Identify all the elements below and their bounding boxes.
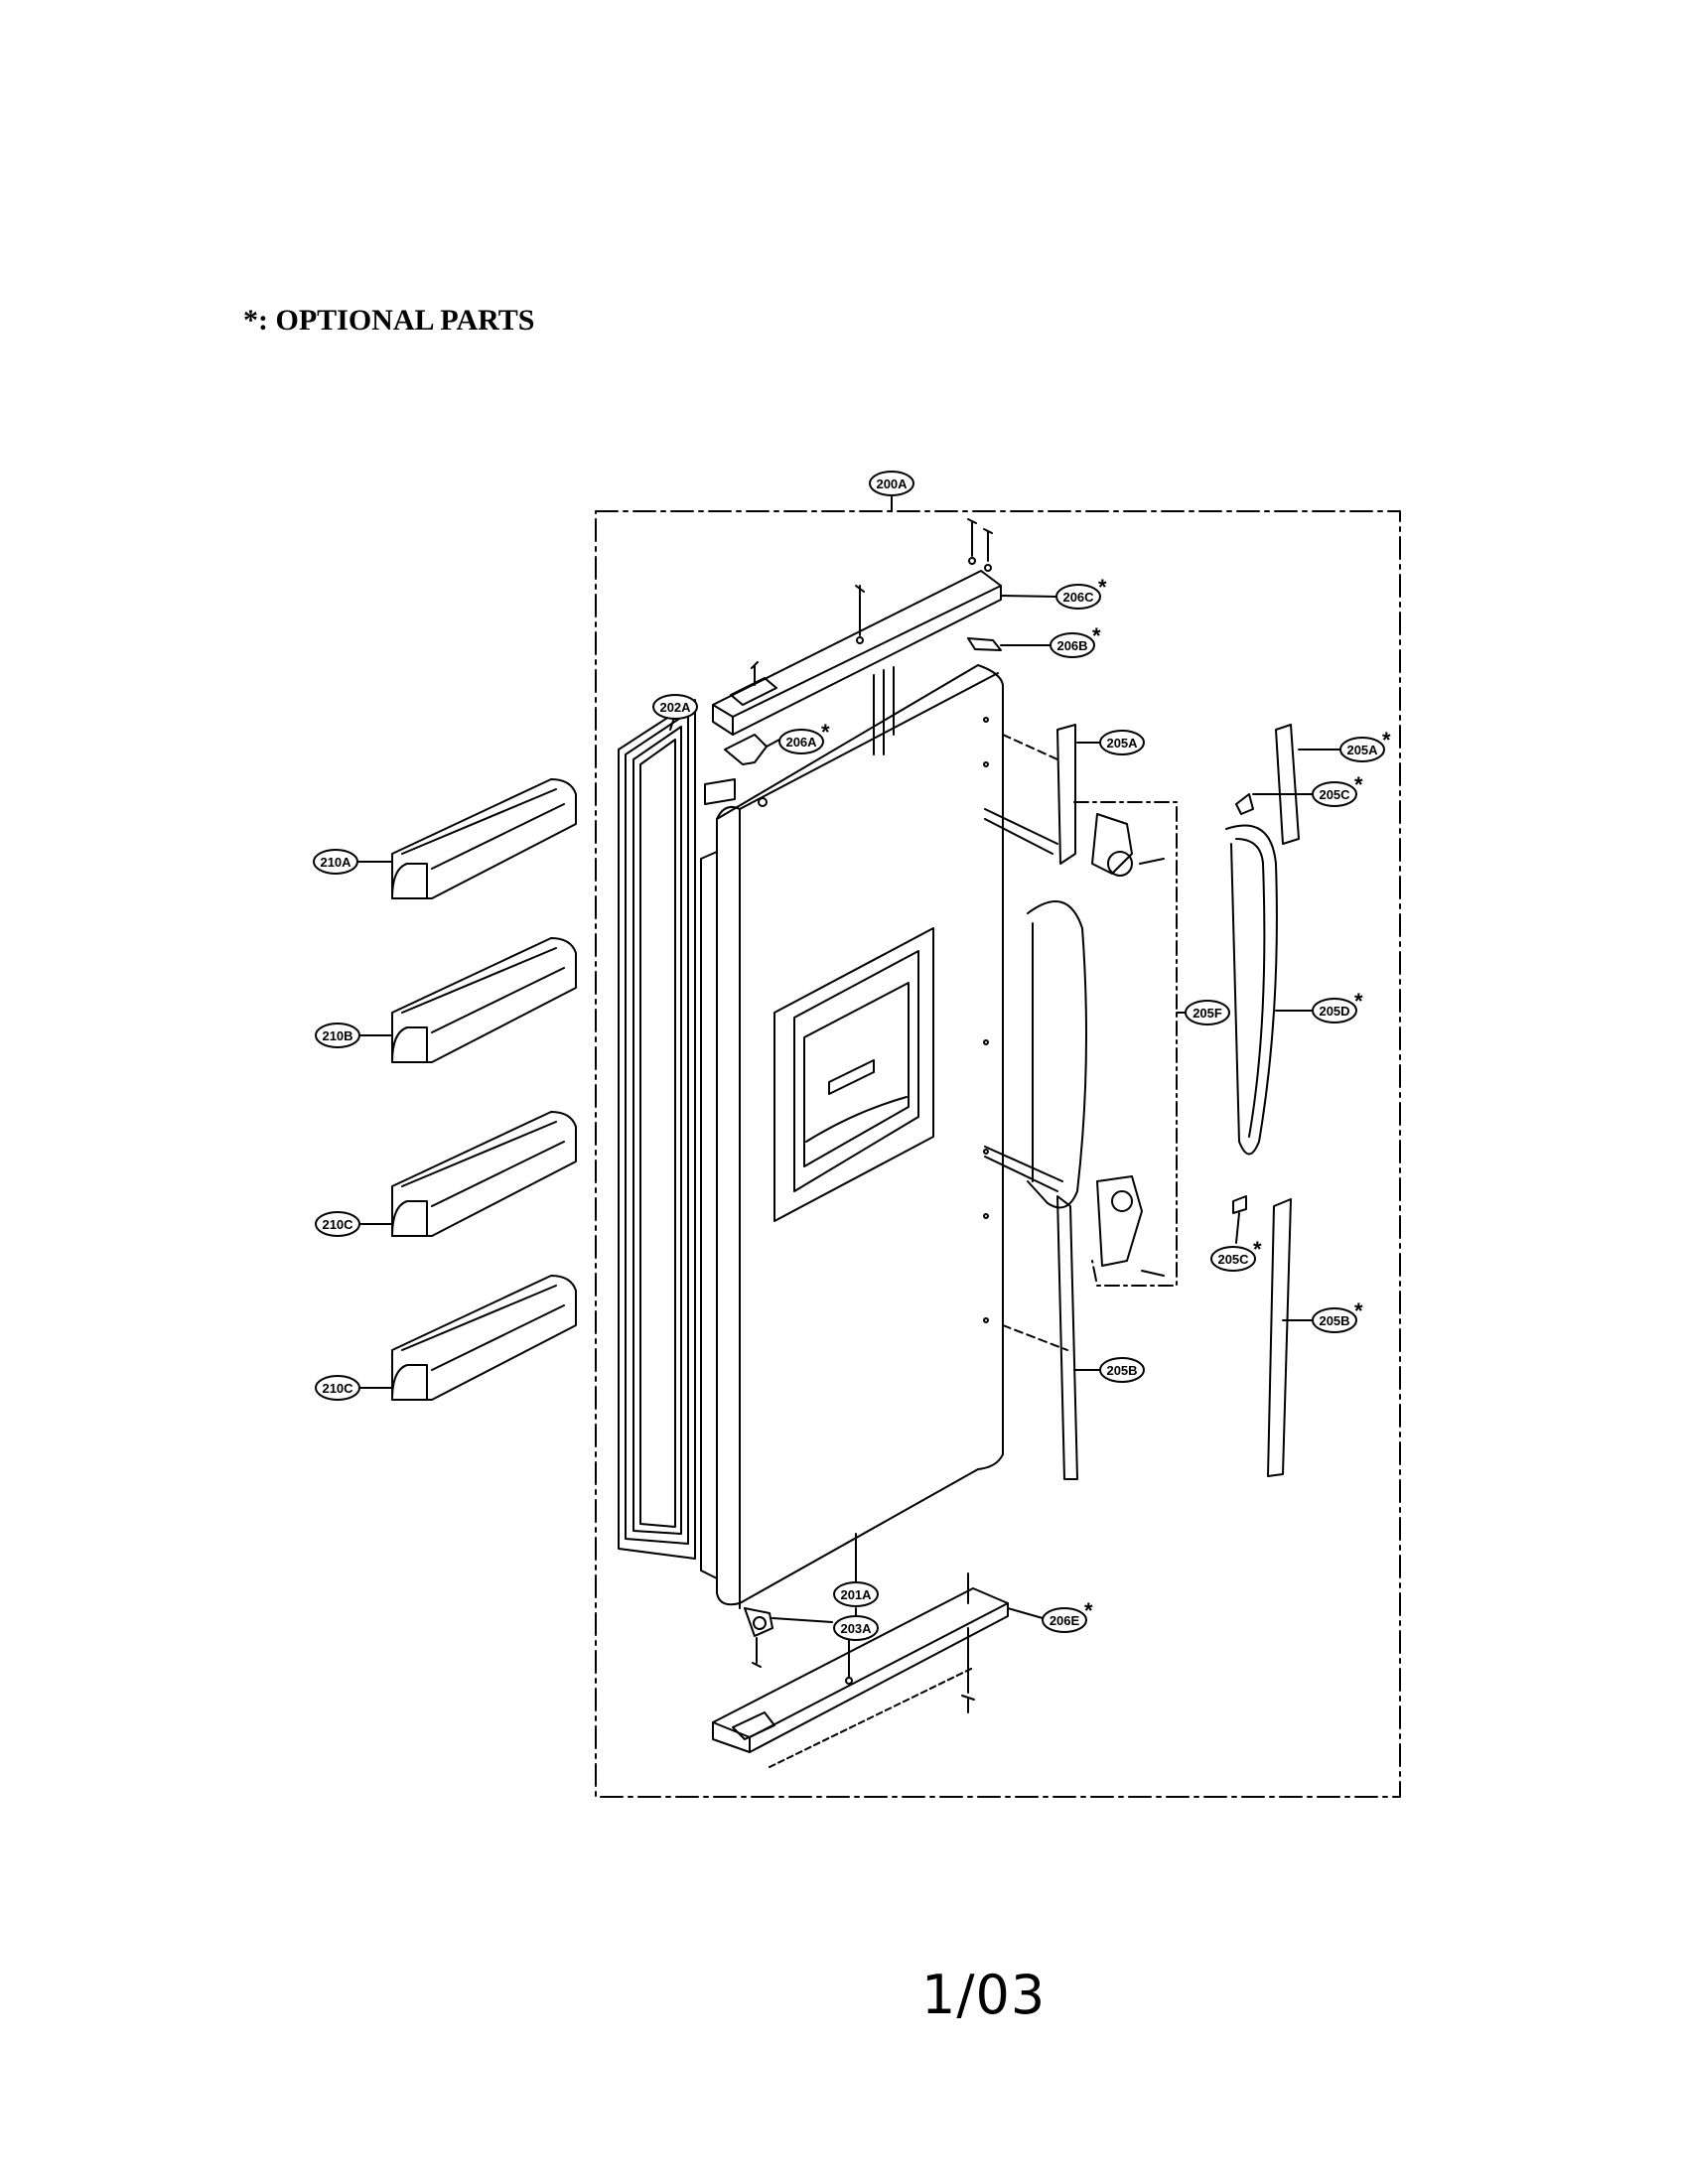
callout-206B-star: * xyxy=(1092,623,1101,648)
callout-206C-label: 206C xyxy=(1062,590,1094,605)
callout-206E-label: 206E xyxy=(1050,1613,1080,1628)
outer-handle-assembly xyxy=(1225,724,1341,1477)
callout-206A-star: * xyxy=(821,720,830,745)
callout-200A-label: 200A xyxy=(876,477,908,491)
callout-205B-outer-star: * xyxy=(1354,1298,1363,1323)
door-bin-210C-lower xyxy=(358,1275,577,1401)
callout-205C-top-label: 205C xyxy=(1319,787,1350,802)
door-clip xyxy=(704,734,780,805)
callout-layer: 200A 206C * 206B * 202A 206A * 205A 205A xyxy=(313,471,1391,1641)
door-bin-210A xyxy=(356,778,577,899)
callout-205D-star: * xyxy=(1354,989,1363,1014)
callout-205F: 205F xyxy=(1185,1000,1230,1025)
top-hinge-cover xyxy=(712,518,1058,736)
callout-205C-bottom-label: 205C xyxy=(1217,1252,1249,1267)
assembly-boundary xyxy=(595,510,1401,1798)
callout-206C: 206C * xyxy=(1055,575,1107,610)
callout-205B-outer-label: 205B xyxy=(1319,1313,1349,1328)
callout-205A-inner-label: 205A xyxy=(1106,736,1138,751)
callout-201A: 201A xyxy=(833,1581,879,1607)
callout-210A-label: 210A xyxy=(320,855,351,870)
callout-206E: 206E * xyxy=(1042,1598,1093,1633)
door-panel xyxy=(700,664,1004,1609)
callout-205B-outer: 205B * xyxy=(1312,1298,1363,1333)
callout-205A-outer-label: 205A xyxy=(1346,743,1378,757)
door-bin-210C-upper xyxy=(358,1111,577,1237)
inner-handle-assembly xyxy=(984,724,1165,1480)
callout-205B-inner: 205B xyxy=(1099,1357,1145,1383)
callout-205A-inner: 205A xyxy=(1099,730,1145,755)
callout-206E-star: * xyxy=(1084,1598,1093,1623)
callout-205C-bottom-star: * xyxy=(1253,1237,1262,1262)
optional-parts-note: *: OPTIONAL PARTS xyxy=(243,304,535,337)
callout-210A: 210A xyxy=(313,849,358,875)
callout-210B-label: 210B xyxy=(322,1028,352,1043)
callout-210B: 210B xyxy=(315,1023,360,1048)
callout-200A: 200A xyxy=(869,471,914,496)
callout-205B-inner-label: 205B xyxy=(1106,1363,1137,1378)
callout-202A-label: 202A xyxy=(659,700,691,715)
callout-205C-top-star: * xyxy=(1354,772,1363,797)
callout-205C-top: 205C * xyxy=(1312,772,1363,807)
hinge-shim xyxy=(967,637,1052,651)
door-bin-210B xyxy=(358,937,577,1063)
callout-201A-label: 201A xyxy=(840,1587,872,1602)
callout-206A: 206A * xyxy=(778,720,830,754)
callout-203A-label: 203A xyxy=(840,1621,872,1636)
handle-group-boundary xyxy=(1073,801,1178,1287)
callout-203A: 203A xyxy=(833,1615,879,1641)
callout-205A-outer-star: * xyxy=(1382,728,1391,752)
callout-205D-label: 205D xyxy=(1319,1004,1349,1019)
callout-210C-1-label: 210C xyxy=(322,1217,353,1232)
callout-210C-2: 210C xyxy=(315,1375,360,1401)
page-number: 1/03 xyxy=(921,1964,1047,2026)
callout-205D: 205D * xyxy=(1312,989,1363,1024)
callout-206C-star: * xyxy=(1098,575,1107,600)
callout-210C-1: 210C xyxy=(315,1211,360,1237)
callout-205C-bottom: 205C * xyxy=(1210,1237,1262,1272)
callout-205A-outer: 205A * xyxy=(1339,728,1391,762)
bottom-hinge-cover xyxy=(712,1572,1044,1768)
callout-206B-label: 206B xyxy=(1056,638,1087,653)
callout-210C-2-label: 210C xyxy=(322,1381,353,1396)
callout-205F-label: 205F xyxy=(1193,1006,1222,1021)
callout-206B: 206B * xyxy=(1050,623,1101,658)
callout-202A: 202A xyxy=(652,694,698,720)
callout-206A-label: 206A xyxy=(785,735,817,750)
